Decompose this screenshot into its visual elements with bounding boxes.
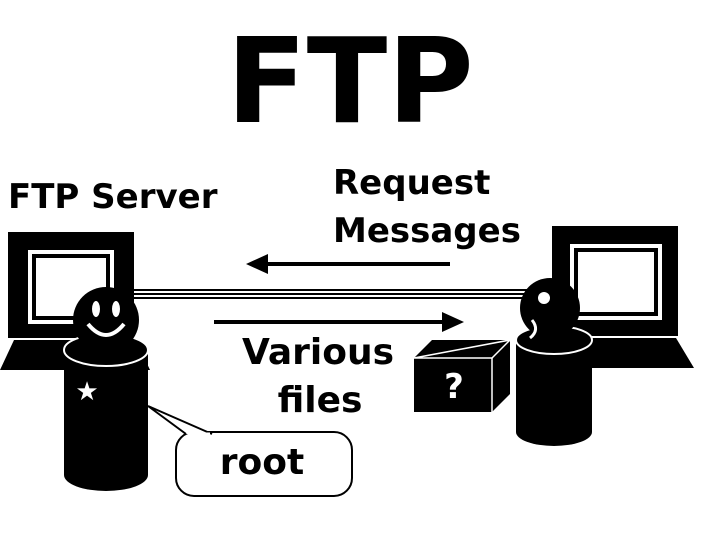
- callout-bubble: [175, 431, 353, 497]
- client-user: [515, 278, 593, 446]
- star-icon: ★: [75, 377, 98, 407]
- root-callout: root: [147, 405, 353, 497]
- files-label-line1: Various: [242, 332, 394, 373]
- diagram-title: FTP: [226, 12, 474, 150]
- file-box-icon: ?: [413, 338, 513, 412]
- callout-pointer: [147, 405, 213, 435]
- server-label: FTP Server: [8, 177, 218, 217]
- client-head-icon: [520, 278, 580, 338]
- files-label-line2: files: [278, 380, 363, 421]
- request-label-line1: Request: [333, 163, 490, 203]
- client-user-body: [516, 340, 592, 446]
- server-user-body: [64, 350, 148, 491]
- smiley-face-icon: [73, 287, 139, 353]
- callout-text: root: [220, 442, 304, 483]
- question-mark-icon: ?: [444, 367, 464, 407]
- request-label-line2: Messages: [333, 211, 521, 251]
- request-arrow: [246, 254, 450, 274]
- network-cable: [134, 289, 540, 299]
- server-user: ★: [63, 287, 149, 491]
- files-arrow: [214, 312, 464, 332]
